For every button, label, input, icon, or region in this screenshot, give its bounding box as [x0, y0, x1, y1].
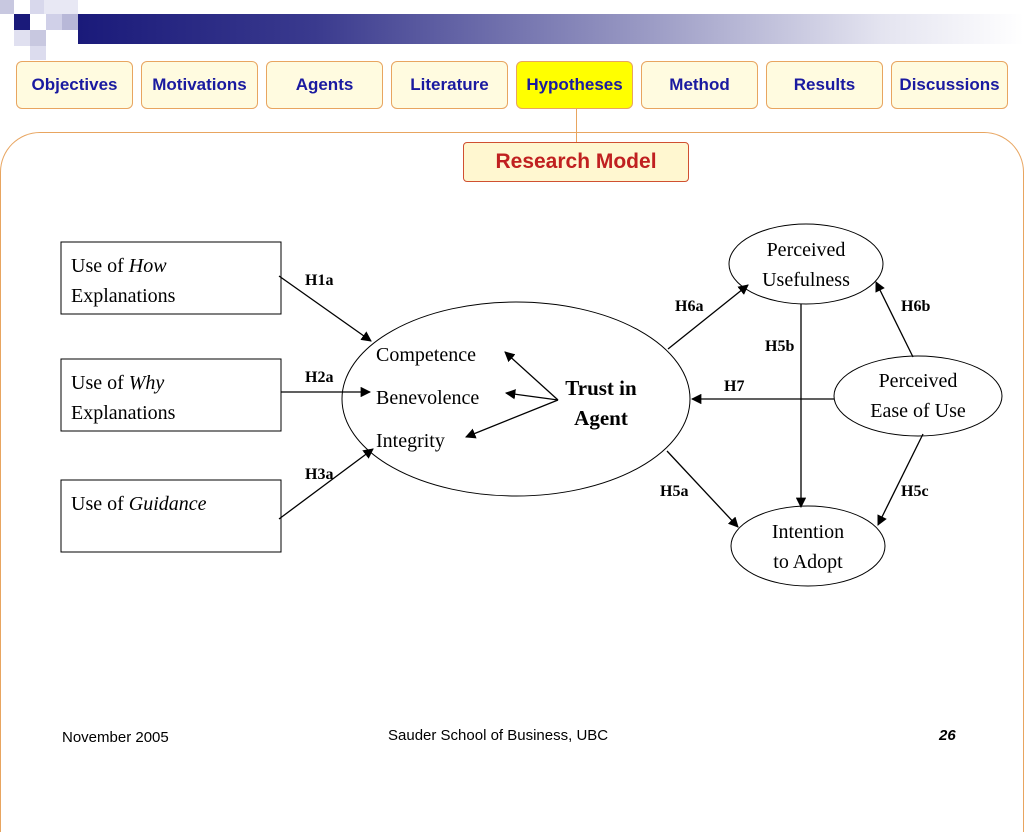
svg-text:Intention: Intention [772, 521, 844, 543]
svg-text:Agent: Agent [574, 406, 628, 430]
perceived-usefulness-node: Perceived Usefulness [728, 223, 884, 305]
tab-method[interactable]: Method [641, 61, 758, 109]
dimension-competence: Competence [376, 344, 476, 366]
label-h6b: H6b [901, 298, 930, 315]
label-h2a: H2a [305, 369, 333, 386]
svg-text:to Adopt: to Adopt [773, 551, 843, 573]
svg-text:Perceived: Perceived [767, 239, 846, 261]
dimension-benevolence: Benevolence [376, 387, 479, 409]
svg-text:Use of Why: Use of Why [71, 372, 164, 394]
tab-agents[interactable]: Agents [266, 61, 383, 109]
header-gradient-bar [78, 14, 1024, 44]
label-h3a: H3a [305, 466, 333, 483]
box-guidance: Use of Guidance [60, 479, 282, 553]
svg-text:Use of Guidance: Use of Guidance [71, 493, 207, 515]
svg-text:Explanations: Explanations [71, 402, 176, 424]
intention-to-adopt-node: Intention to Adopt [730, 505, 886, 587]
arrow-competence [504, 351, 559, 401]
arrow-h5a [666, 450, 739, 528]
tab-literature[interactable]: Literature [391, 61, 508, 109]
tab-motivations[interactable]: Motivations [141, 61, 258, 109]
page-title: Research Model [463, 142, 689, 182]
tab-objectives[interactable]: Objectives [16, 61, 133, 109]
svg-text:Explanations: Explanations [71, 285, 176, 307]
research-model-diagram: Use of How Explanations Use of Why Expla… [60, 223, 1003, 587]
arrow-integrity [465, 399, 559, 439]
dimension-integrity: Integrity [376, 430, 445, 452]
svg-text:Usefulness: Usefulness [762, 269, 850, 291]
arrow-benevolence [504, 389, 559, 401]
tab-discussions[interactable]: Discussions [891, 61, 1008, 109]
label-h7: H7 [724, 378, 744, 395]
box-how-explanations: Use of How Explanations [60, 241, 282, 315]
svg-text:Use of How: Use of How [71, 255, 167, 277]
label-h1a: H1a [305, 272, 333, 289]
tab-connector-line [576, 109, 577, 142]
footer-date: November 2005 [62, 729, 169, 746]
arrow-h6b [875, 281, 914, 358]
arrow-h5c [877, 433, 924, 526]
trust-in-agent-node: Competence Benevolence Integrity Trust i… [341, 301, 691, 497]
svg-text:Trust in: Trust in [565, 376, 637, 400]
arrow-h6a [667, 284, 749, 350]
footer-page-number: 26 [939, 727, 956, 744]
arrow-h1a [278, 275, 372, 342]
svg-text:Ease of Use: Ease of Use [870, 400, 966, 422]
footer-org: Sauder School of Business, UBC [388, 727, 609, 744]
label-h5a: H5a [660, 483, 688, 500]
tab-hypotheses[interactable]: Hypotheses [516, 61, 633, 109]
box-why-explanations: Use of Why Explanations [60, 358, 282, 432]
label-h6a: H6a [675, 298, 703, 315]
tab-results[interactable]: Results [766, 61, 883, 109]
label-h5c: H5c [901, 483, 929, 500]
arrow-h3a [278, 448, 374, 520]
label-h5b: H5b [765, 338, 794, 355]
svg-text:Perceived: Perceived [879, 370, 958, 392]
perceived-ease-of-use-node: Perceived Ease of Use [833, 355, 1003, 437]
